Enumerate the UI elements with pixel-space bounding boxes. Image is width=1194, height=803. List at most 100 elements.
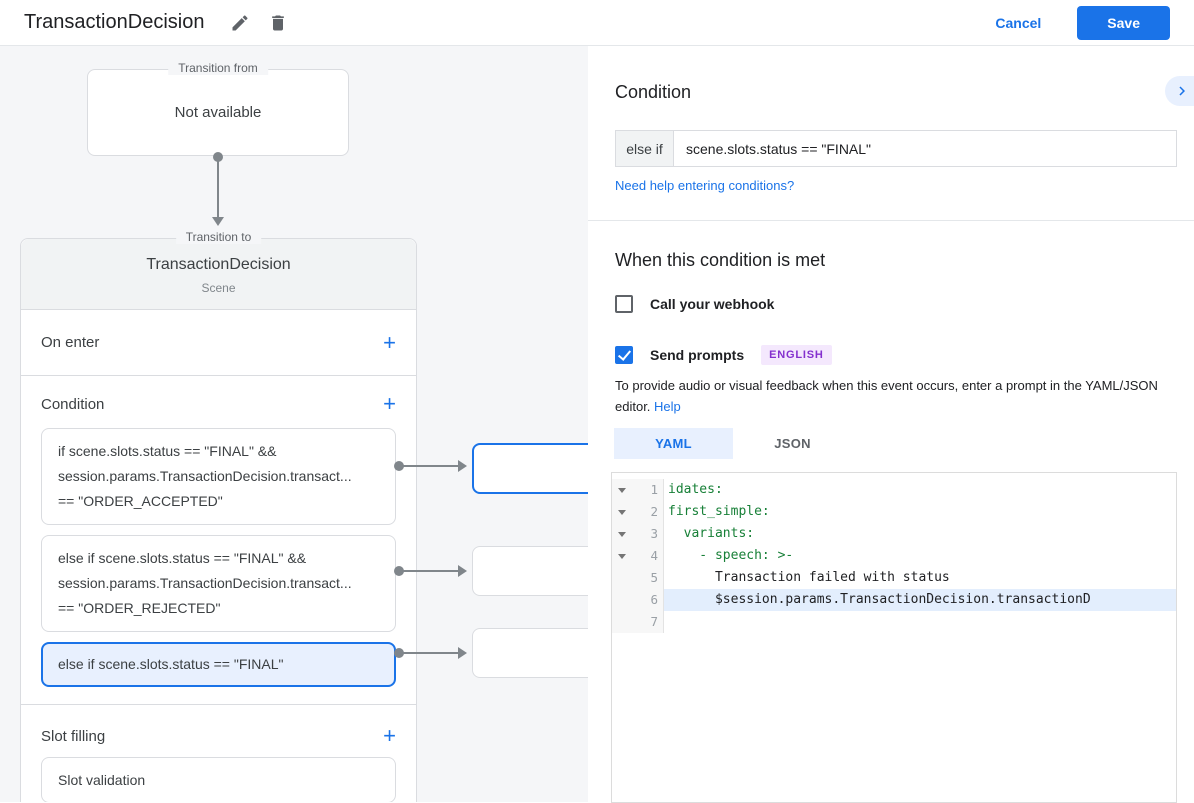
transition-from-box: Transition from Not available [87, 61, 349, 156]
scene-diagram-canvas: Transition from Not available Transition… [0, 46, 589, 802]
condition-text-line: == "ORDER_ACCEPTED" [58, 493, 223, 509]
editor-tabs: YAML JSON [614, 428, 852, 459]
code-text: $session.params.TransactionDecision.tran… [664, 589, 1176, 611]
condition-text-line: == "ORDER_REJECTED" [58, 600, 221, 616]
line-number: 1 [650, 482, 658, 497]
condition-card-2[interactable]: else if scene.slots.status == "FINAL" &&… [41, 535, 396, 632]
delete-scene-button[interactable] [268, 13, 288, 33]
line-number: 5 [650, 570, 658, 585]
slot-filling-section: Slot filling + Slot validation [21, 705, 416, 802]
arrowhead-right-icon [458, 460, 467, 472]
fold-arrow-icon[interactable] [612, 545, 630, 567]
condition-heading: Condition [615, 82, 692, 102]
scene-card-header: TransactionDecision Scene [21, 239, 416, 310]
code-text [664, 611, 1176, 633]
condition-text-line: if scene.slots.status == "FINAL" && [58, 443, 277, 459]
collapse-panel-button[interactable] [1165, 76, 1194, 106]
condition-input-group: else if [615, 130, 1177, 167]
condition-text-line: session.params.TransactionDecision.trans… [58, 575, 352, 591]
code-line: 7 [612, 611, 1176, 633]
code-line: 4 - speech: >- [612, 545, 1176, 567]
condition-detail-panel: Condition else if Need help entering con… [588, 46, 1194, 803]
scene-name: TransactionDecision [146, 256, 291, 273]
slot-validation-label: Slot validation [58, 772, 146, 788]
tab-json[interactable]: JSON [774, 436, 811, 451]
divider [588, 220, 1194, 221]
arrowhead-down-icon [212, 217, 224, 226]
connector-line [217, 160, 219, 218]
condition-card-3-selected[interactable]: else if scene.slots.status == "FINAL" [41, 642, 396, 687]
connector-line [403, 465, 459, 467]
when-condition-heading: When this condition is met [615, 250, 826, 270]
save-button[interactable]: Save [1077, 5, 1170, 40]
on-enter-section: On enter + [21, 310, 416, 376]
on-enter-label: On enter [41, 334, 100, 351]
tab-yaml[interactable]: YAML [614, 428, 733, 459]
call-webhook-checkbox[interactable] [615, 295, 633, 313]
page-title: TransactionDecision [24, 11, 205, 33]
line-number: 4 [650, 548, 658, 563]
add-condition-button[interactable]: + [383, 391, 396, 416]
conditions-help-link[interactable]: Need help entering conditions? [615, 178, 795, 193]
condition-text-line: else if scene.slots.status == "FINAL" && [58, 550, 307, 566]
condition-text-line: else if scene.slots.status == "FINAL" [58, 656, 284, 672]
fold-arrow-icon[interactable] [612, 501, 630, 523]
connector-dot [394, 648, 404, 658]
condition-expression-input[interactable] [674, 131, 1176, 166]
target-scene-box-3[interactable] [472, 628, 589, 678]
chevron-right-icon [1178, 86, 1185, 96]
condition-text-line: session.params.TransactionDecision.trans… [58, 468, 352, 484]
cancel-button[interactable]: Cancel [979, 7, 1057, 39]
send-prompts-label: Send prompts [650, 347, 745, 363]
code-text: variants: [668, 526, 755, 541]
fold-arrow-icon[interactable] [612, 523, 630, 545]
trash-icon [272, 15, 285, 30]
line-number: 7 [650, 614, 658, 629]
connector-dot [394, 461, 404, 471]
help-link[interactable]: Help [654, 399, 681, 415]
condition-section-label: Condition [41, 395, 105, 413]
send-prompts-checkbox[interactable] [615, 346, 633, 364]
target-scene-box-2[interactable] [472, 546, 589, 596]
line-number: 2 [650, 504, 658, 519]
code-line: 3 variants: [612, 523, 1176, 545]
code-text: Transaction failed with status [668, 570, 950, 585]
top-bar: TransactionDecision Cancel Save [0, 0, 1194, 46]
fold-arrow-icon[interactable] [612, 479, 630, 501]
edit-scene-button[interactable] [230, 13, 250, 33]
pencil-icon [232, 14, 248, 30]
line-number: 3 [650, 526, 658, 541]
target-scene-box-1[interactable] [472, 443, 589, 494]
transition-from-value: Not available [174, 104, 262, 121]
code-text: first_simple: [668, 504, 770, 519]
line-number: 6 [650, 592, 658, 607]
yaml-code-editor[interactable]: 1 idates: 2 first_simple: 3 variants: 4 … [611, 472, 1177, 803]
connector-dot [213, 152, 223, 162]
slot-filling-label: Slot filling [41, 727, 106, 745]
connector-line [403, 570, 459, 572]
scene-type-label: Scene [201, 281, 236, 295]
code-text: - speech: >- [668, 548, 794, 563]
add-on-enter-button[interactable]: + [383, 329, 396, 355]
send-prompts-row: Send prompts ENGLISH [615, 345, 832, 365]
transition-from-legend: Transition from [168, 61, 268, 75]
call-webhook-label: Call your webhook [650, 296, 775, 312]
code-text: idates: [668, 482, 723, 497]
arrowhead-right-icon [458, 647, 467, 659]
prompt-hint-body: To provide audio or visual feedback when… [615, 378, 1158, 415]
code-line: 2 first_simple: [612, 501, 1176, 523]
arrowhead-right-icon [458, 565, 467, 577]
condition-card-1[interactable]: if scene.slots.status == "FINAL" && sess… [41, 428, 396, 525]
code-line-highlighted: 6 $session.params.TransactionDecision.tr… [612, 589, 1176, 611]
add-slot-button[interactable]: + [383, 723, 396, 748]
language-badge: ENGLISH [761, 345, 832, 365]
transition-to-card: Transition to TransactionDecision Scene … [20, 230, 417, 802]
connector-dot [394, 566, 404, 576]
slot-validation-card[interactable]: Slot validation [41, 757, 396, 802]
code-line: 1 idates: [612, 479, 1176, 501]
connector-line [403, 652, 459, 654]
code-line: 5 Transaction failed with status [612, 567, 1176, 589]
call-webhook-row: Call your webhook [615, 295, 774, 313]
condition-section: Condition + if scene.slots.status == "FI… [21, 376, 416, 705]
transition-to-legend: Transition to [175, 230, 262, 244]
